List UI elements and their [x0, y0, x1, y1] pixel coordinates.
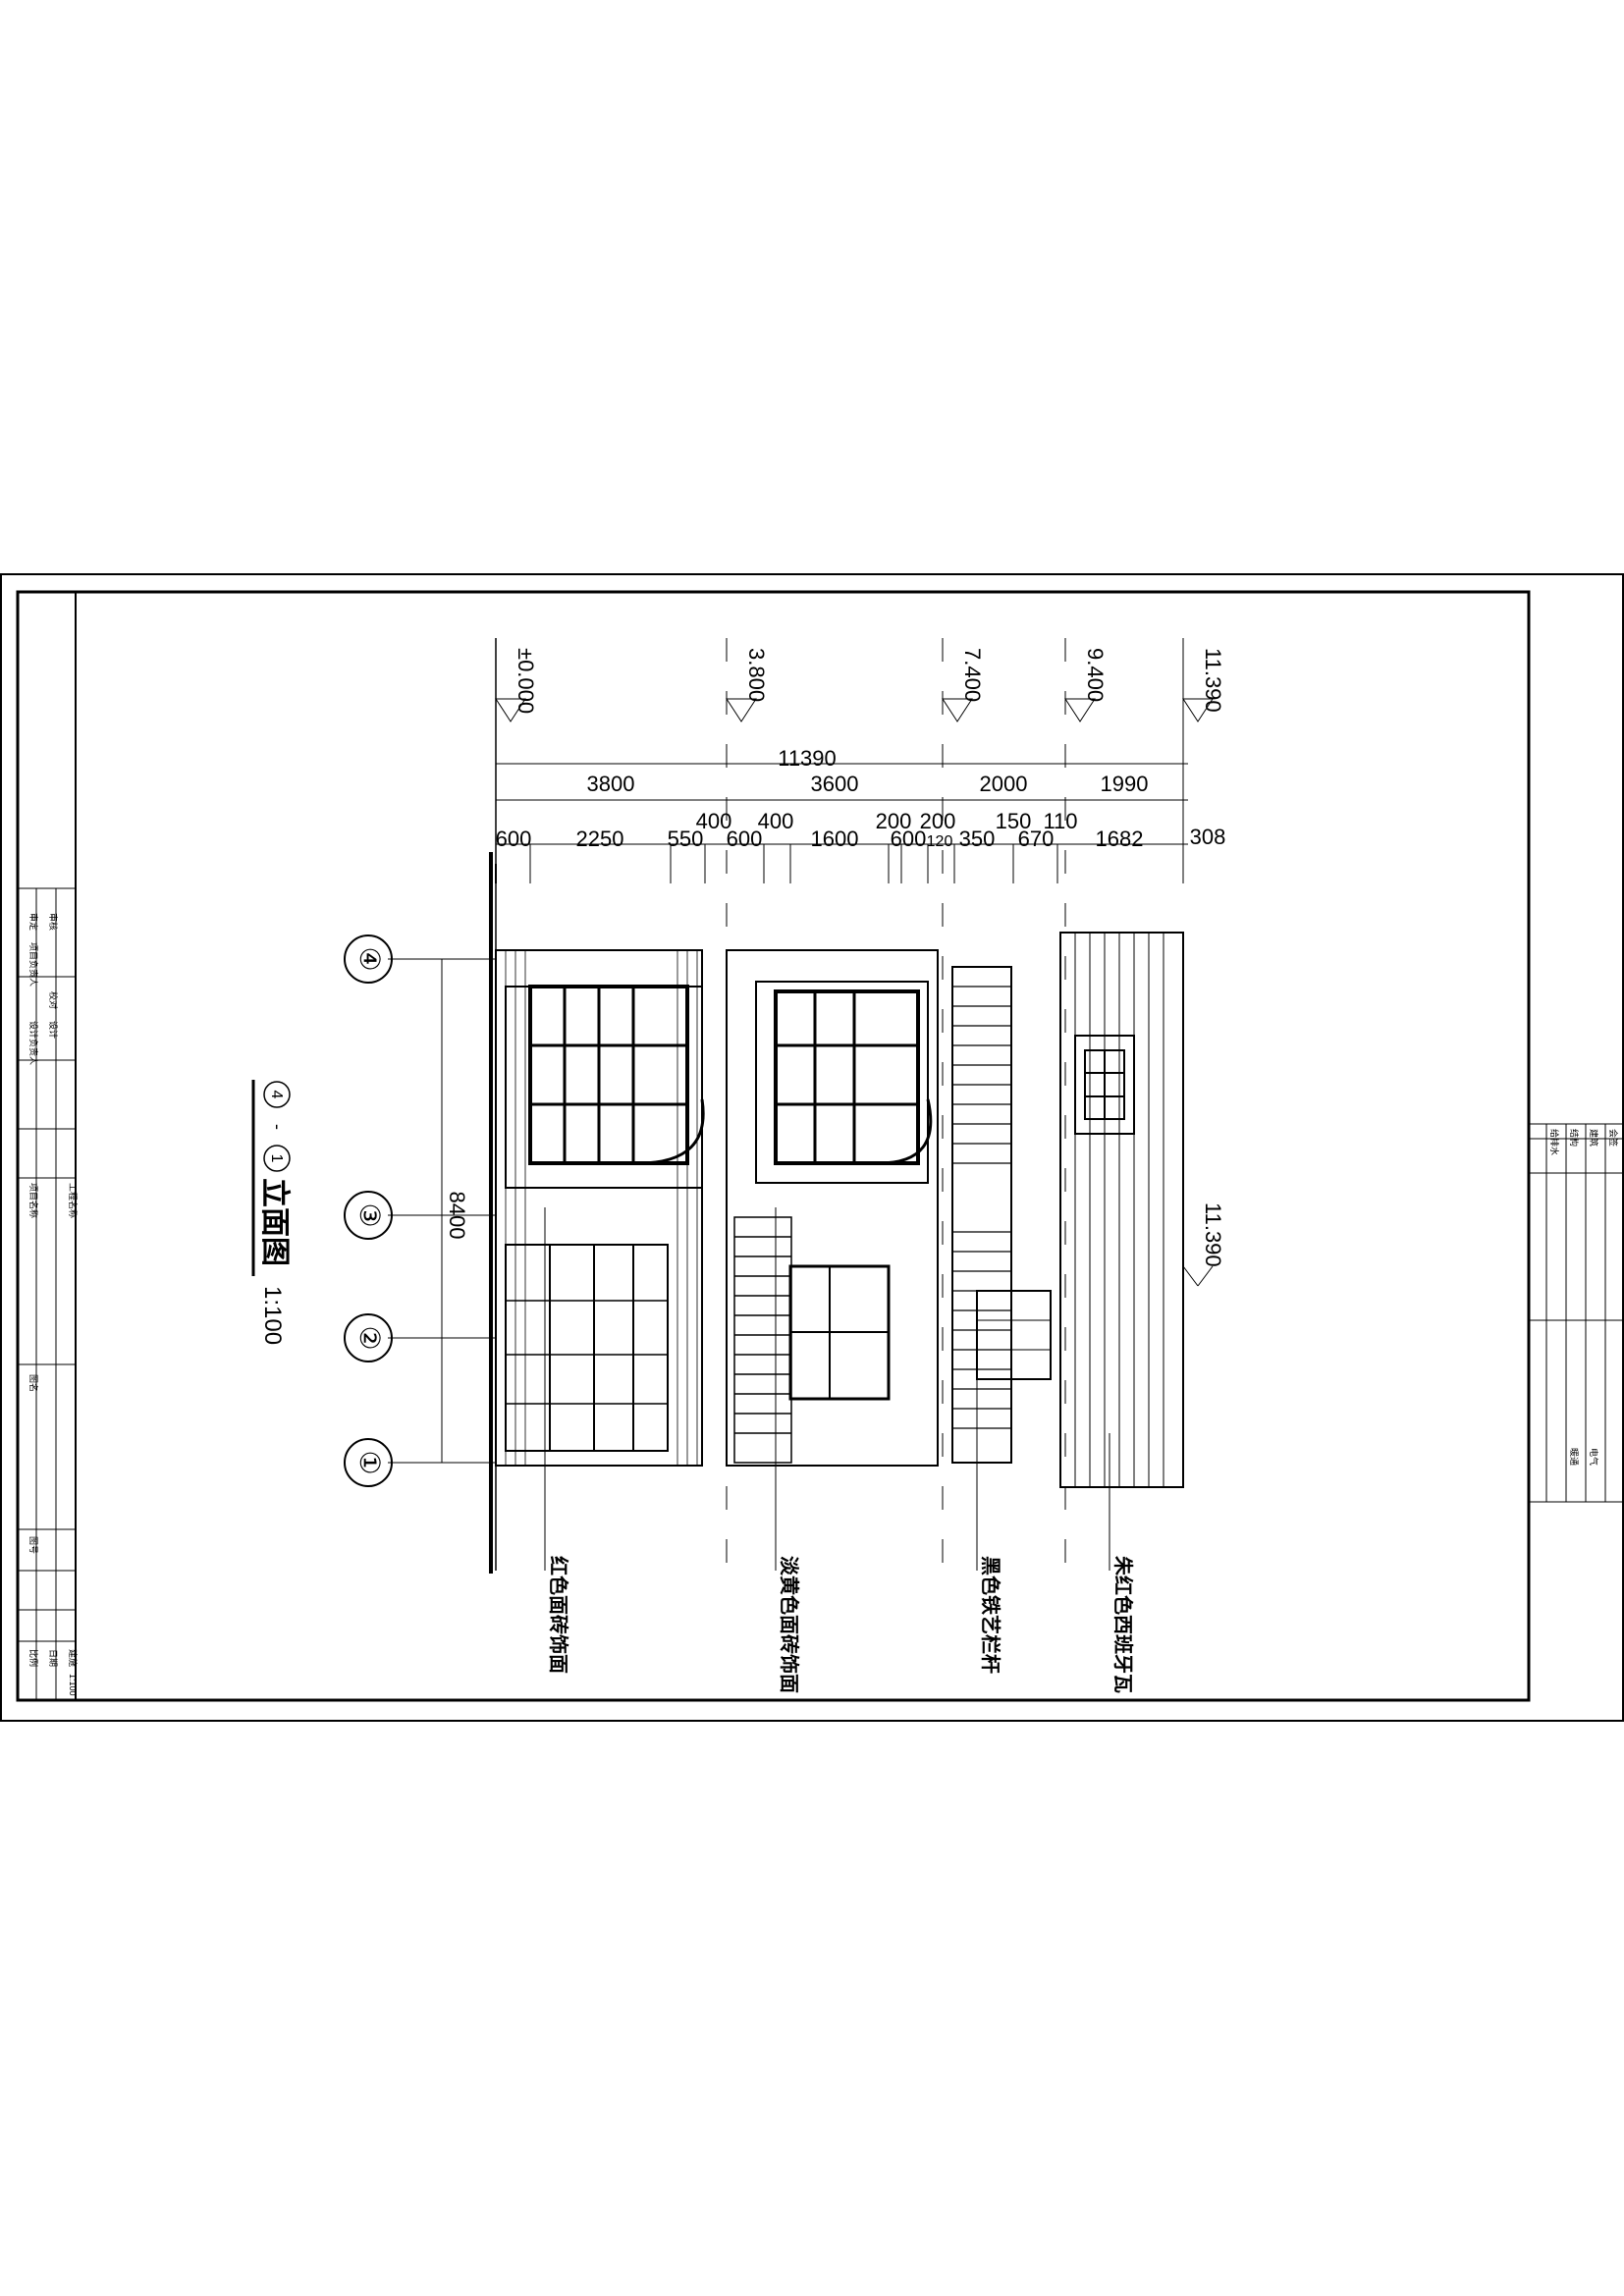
- sign-hvac: 暖通: [1569, 1448, 1580, 1466]
- dim-r3-6: 120: [927, 833, 953, 850]
- level-000-label: ±0.000: [514, 648, 538, 714]
- dim-r3-7: 350: [959, 827, 996, 851]
- dim-r1-0: 3800: [587, 772, 635, 796]
- sign-arch: 建筑: [1589, 1129, 1599, 1147]
- axis-span-label: 8400: [445, 1192, 469, 1240]
- title-scale: 1:100: [259, 1286, 286, 1345]
- dimension-chains: 11390 3800 3600 2000 1990 400 400 200 20…: [495, 746, 1226, 883]
- dim-r3-1: 2250: [576, 827, 624, 851]
- sign-elec: 电气: [1589, 1448, 1599, 1466]
- tb-design: 设计: [48, 1021, 59, 1039]
- level-9400-label: 9.400: [1083, 648, 1108, 702]
- tb-design-lead: 设计负责人: [28, 1021, 39, 1065]
- tb-project-name: 工程名称: [68, 1183, 79, 1218]
- axis-label-4: ④: [354, 946, 385, 971]
- axis-bubble-2: [344, 1313, 393, 1362]
- tb-scale: 比例: [28, 1649, 39, 1667]
- level-11390: 11.390: [1182, 638, 1225, 854]
- dim-r3-3: 600: [727, 827, 763, 851]
- tb-drawing-no: 图号: [28, 1536, 38, 1554]
- dim-r3-10: 308: [1190, 825, 1226, 849]
- title-block-left: 审定 审核 项目负责人 校对 设计负责人 设计 工程名称 项目名称 图名 图号 …: [18, 887, 79, 1700]
- tb-project-lead: 项目负责人: [28, 942, 39, 987]
- sheet-outer-border: [0, 573, 1624, 1722]
- dim-r3-9: 1682: [1096, 827, 1144, 851]
- sheet-inner-border: [16, 590, 1531, 1702]
- axis-grid: ④ ③ ② ① 8400: [344, 934, 496, 1487]
- dim-r2-2: 200: [876, 809, 912, 833]
- dim-r3-0: 600: [496, 827, 532, 851]
- tb-item-name: 项目名称: [28, 1183, 39, 1218]
- dim-r2-1: 400: [758, 809, 794, 833]
- axis-bubble-1: [344, 1438, 393, 1487]
- tb-review: 审核: [48, 913, 59, 931]
- level-7400-label: 7.400: [960, 648, 985, 702]
- sign-plumb: 给排水: [1549, 1129, 1560, 1155]
- level-9400: 9.400: [1064, 638, 1108, 1571]
- level-7400: 7.400: [942, 638, 985, 1571]
- title-block-right: 会签 建筑 结构 给排水 电气 暖通: [1529, 1123, 1623, 1503]
- dim-r3-2: 550: [668, 827, 704, 851]
- tb-check: 校对: [48, 991, 59, 1009]
- axis-label-3: ③: [354, 1202, 385, 1227]
- level-3800: 3.800: [726, 638, 769, 1571]
- tb-date: 日期: [48, 1649, 58, 1667]
- dim-r3-4: 1600: [811, 827, 859, 851]
- axis-bubble-4: [344, 934, 393, 984]
- dim-r2-0: 400: [696, 809, 732, 833]
- tb-stage: 建施: [68, 1649, 79, 1667]
- dim-r1-1: 3600: [811, 772, 859, 796]
- balcony-railing-2f: [733, 1216, 792, 1464]
- axis-label-1: ①: [354, 1450, 385, 1474]
- note-red-tile: 红色面砖饰面: [547, 1556, 570, 1674]
- balcony-railing-3f: [952, 986, 1011, 1429]
- roof-level-mark: 11.390: [1182, 1202, 1225, 1287]
- dim-r2-5: 110: [1043, 809, 1077, 833]
- sign-countersign: 会签: [1608, 1129, 1619, 1147]
- level-3800-label: 3.800: [744, 648, 769, 702]
- material-leaders: 红色面砖饰面 淡黄色面砖饰面 黑色铁艺栏杆 朱红色西班牙瓦: [544, 1207, 1135, 1693]
- note-spanish-tile: 朱红色西班牙瓦: [1111, 1556, 1135, 1693]
- tb-approve: 审定: [28, 913, 39, 931]
- note-yellow-tile: 淡黄色面砖饰面: [778, 1556, 801, 1693]
- dim-r2-3: 200: [920, 809, 956, 833]
- axis-bubble-3: [344, 1191, 393, 1240]
- roof-tile-pattern: [1074, 933, 1164, 1487]
- title-name: 立面图: [258, 1178, 292, 1266]
- building-elevation: [489, 852, 1184, 1574]
- axis-label-2: ②: [354, 1325, 385, 1350]
- dim-r1-2: 2000: [980, 772, 1028, 796]
- level-11390-label: 11.390: [1201, 648, 1225, 713]
- title-circle-to: 1: [268, 1154, 285, 1163]
- drawing-title: 4 - 1 立面图 1:100: [251, 1080, 292, 1345]
- title-circle-from: 4: [268, 1091, 285, 1099]
- dim-total: 11390: [778, 746, 837, 771]
- tb-drawing-name: 图名: [28, 1374, 39, 1392]
- roof-level-label: 11.390: [1201, 1202, 1225, 1267]
- sign-struct: 结构: [1569, 1129, 1580, 1147]
- dim-r3-5: 600: [891, 827, 927, 851]
- dim-r2-4: 150: [996, 809, 1032, 833]
- tb-scale-value: 1:100: [68, 1674, 78, 1696]
- note-iron-railing: 黑色铁艺栏杆: [979, 1556, 1002, 1674]
- dim-r3-8: 670: [1018, 827, 1055, 851]
- dim-r1-3: 1990: [1101, 772, 1149, 796]
- title-dash: -: [268, 1124, 288, 1130]
